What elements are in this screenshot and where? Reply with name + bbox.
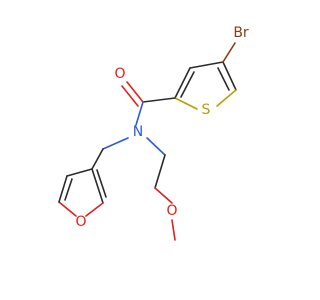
bond-ch2-oether	[154, 187, 173, 204]
bond-n-ch2-a	[102, 137, 129, 150]
atom-o-ether: O	[166, 203, 177, 219]
atom-s: S	[202, 102, 211, 118]
bonds	[58, 42, 237, 241]
bond-c5-s	[216, 89, 237, 107]
bond-c4-br	[222, 42, 236, 63]
bond-c2-carbonyl	[142, 97, 176, 103]
bond-n-ch2-b	[146, 137, 166, 156]
bond-s-c2	[174, 97, 198, 110]
bond-carbonyl-o	[126, 81, 144, 103]
molecule-structure: Br O S N O O	[58, 25, 249, 241]
atom-o-carbonyl: O	[114, 66, 125, 82]
bond-o-f5	[58, 201, 77, 217]
bond-f2-o	[85, 202, 104, 217]
bond-f3-f2	[91, 168, 104, 204]
bond-oether-ch3	[171, 219, 176, 241]
atom-labels: Br O S N O O	[75, 25, 248, 230]
bond-carbonyl-n	[135, 101, 144, 126]
bond-f5-f4	[58, 175, 68, 203]
bond-c2-c3-double	[180, 71, 195, 98]
bond-f3-f2-double	[96, 169, 107, 198]
bond-f4-f3	[66, 168, 93, 177]
bond-c2-c3	[174, 67, 191, 99]
atom-o-furan: O	[75, 214, 86, 230]
bond-c3-c4	[189, 61, 224, 69]
bond-ch2-furan	[91, 148, 104, 170]
atom-n: N	[133, 124, 143, 140]
bond-carbonyl-o-double	[121, 85, 139, 107]
bond-c4-c5-double	[217, 67, 230, 91]
atom-br: Br	[233, 25, 249, 41]
bond-c4-c5	[222, 61, 237, 91]
bond-f5-f4-double	[64, 178, 73, 201]
bond-ch2-ch2	[154, 154, 166, 189]
